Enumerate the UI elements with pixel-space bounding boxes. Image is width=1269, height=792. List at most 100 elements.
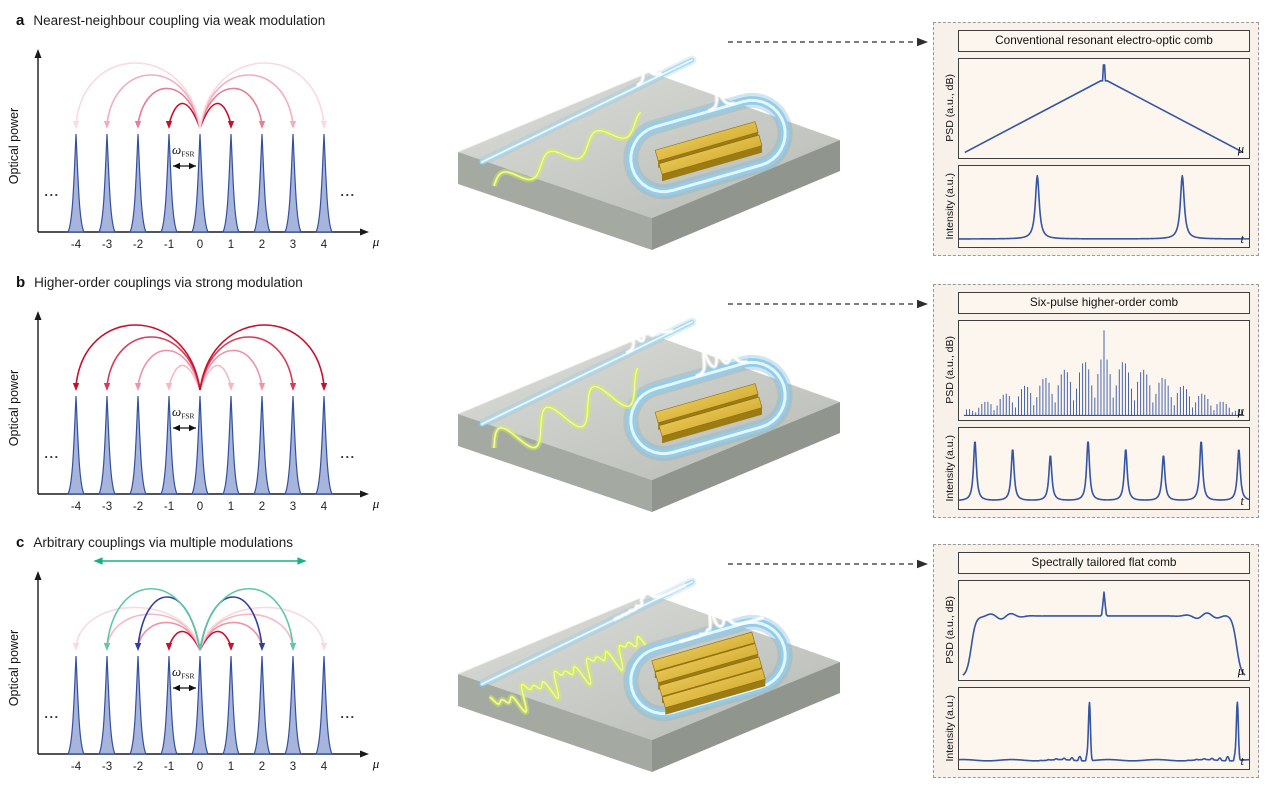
- psd-xlabel: μ: [1237, 404, 1244, 419]
- svg-text:1: 1: [228, 761, 234, 773]
- output-title: Spectrally tailored flat comb: [958, 552, 1250, 574]
- intensity-ylabel: Intensity (a.u.): [944, 173, 956, 240]
- svg-text:-4: -4: [71, 761, 82, 773]
- svg-text:3: 3: [290, 761, 296, 773]
- mode-coupling-diagram: Optical power μ -4 -3 -2 -1 0 1 2 3 4...... ωFSR: [7, 557, 380, 773]
- psd-xlabel: μ: [1237, 142, 1244, 157]
- svg-text:ωFSR: ωFSR: [172, 404, 195, 421]
- svg-text:3: 3: [290, 501, 296, 513]
- psd-ylabel-column: PSD (a.u., dB): [942, 58, 958, 159]
- psd-plot: [959, 59, 1249, 158]
- output-spectrum-panel: Six-pulse higher-order comb PSD (a.u., d…: [933, 284, 1259, 518]
- svg-text:4: 4: [321, 239, 328, 251]
- panel-heading: c Arbitrary couplings via multiple modul…: [16, 534, 293, 551]
- intensity-plot: [959, 166, 1249, 247]
- svg-text:0: 0: [197, 239, 203, 251]
- intensity-plot-row: Intensity (a.u.) t: [942, 426, 1250, 510]
- intensity-xlabel: t: [1240, 493, 1244, 508]
- svg-text:μ: μ: [372, 496, 380, 511]
- svg-text:Optical power: Optical power: [7, 630, 21, 706]
- svg-text:...: ...: [44, 184, 59, 199]
- svg-text:ωFSR: ωFSR: [172, 664, 195, 681]
- svg-text:-3: -3: [102, 239, 112, 251]
- dashed-output-arrow: [728, 559, 928, 569]
- svg-text:-2: -2: [133, 501, 143, 513]
- intensity-plot: [959, 428, 1249, 509]
- svg-text:-3: -3: [102, 501, 112, 513]
- intensity-ylabel-column: Intensity (a.u.): [942, 165, 958, 248]
- svg-text:...: ...: [44, 446, 59, 461]
- psd-xlabel: μ: [1237, 664, 1244, 679]
- psd-plot-box: μ: [958, 579, 1250, 681]
- svg-text:μ: μ: [372, 756, 380, 771]
- panel-letter: a: [16, 12, 25, 29]
- intensity-ylabel: Intensity (a.u.): [944, 435, 956, 502]
- ring-resonator-chip-illustration: [457, 55, 840, 250]
- ring-resonator-chip-illustration: [457, 577, 840, 772]
- psd-plot: [959, 581, 1249, 680]
- svg-text:0: 0: [197, 761, 203, 773]
- intensity-plot-row: Intensity (a.u.) t: [942, 164, 1250, 248]
- psd-plot-row: PSD (a.u., dB) μ: [942, 57, 1250, 159]
- psd-plot: [959, 321, 1249, 420]
- svg-text:1: 1: [228, 501, 234, 513]
- svg-text:ωFSR: ωFSR: [172, 142, 195, 159]
- svg-text:4: 4: [321, 761, 328, 773]
- psd-ylabel: PSD (a.u., dB): [944, 336, 956, 405]
- intensity-xlabel: t: [1240, 231, 1244, 246]
- output-spectrum-panel: Spectrally tailored flat comb PSD (a.u.,…: [933, 544, 1259, 778]
- svg-text:2: 2: [259, 239, 265, 251]
- psd-ylabel: PSD (a.u., dB): [944, 74, 956, 143]
- intensity-plot-row: Intensity (a.u.) t: [942, 686, 1250, 770]
- svg-text:-1: -1: [164, 501, 174, 513]
- panel-letter: c: [16, 534, 25, 551]
- mode-coupling-diagram: Optical power μ -4 -3 -2 -1 0 1 2 3 4...... ωFSR: [7, 49, 380, 251]
- svg-text:-2: -2: [133, 239, 143, 251]
- svg-text:-4: -4: [71, 501, 82, 513]
- intensity-plot-box: t: [958, 426, 1250, 510]
- svg-text:-1: -1: [164, 239, 174, 251]
- svg-text:0: 0: [197, 501, 203, 513]
- svg-text:...: ...: [340, 446, 355, 461]
- svg-text:1: 1: [228, 239, 234, 251]
- svg-text:-1: -1: [164, 761, 174, 773]
- svg-text:...: ...: [340, 184, 355, 199]
- figure-row-a: a Nearest-neighbour coupling via weak mo…: [0, 6, 1269, 264]
- panel-title: Higher-order couplings via strong modula…: [34, 275, 303, 290]
- panel-title: Nearest-neighbour coupling via weak modu…: [33, 13, 326, 28]
- svg-text:...: ...: [44, 706, 59, 721]
- intensity-plot-box: t: [958, 164, 1250, 248]
- figure-row-c: c Arbitrary couplings via multiple modul…: [0, 528, 1269, 786]
- intensity-ylabel-column: Intensity (a.u.): [942, 427, 958, 510]
- svg-text:-3: -3: [102, 761, 112, 773]
- intensity-ylabel-column: Intensity (a.u.): [942, 687, 958, 770]
- intensity-ylabel: Intensity (a.u.): [944, 695, 956, 762]
- dashed-output-arrow: [728, 37, 928, 47]
- output-title: Six-pulse higher-order comb: [958, 292, 1250, 314]
- psd-plot-box: μ: [958, 57, 1250, 159]
- ring-resonator-chip-illustration: [457, 317, 840, 512]
- svg-text:-2: -2: [133, 761, 143, 773]
- psd-plot-row: PSD (a.u., dB) μ: [942, 319, 1250, 421]
- svg-text:4: 4: [321, 501, 328, 513]
- svg-text:3: 3: [290, 239, 296, 251]
- svg-text:...: ...: [340, 706, 355, 721]
- output-spectrum-panel: Conventional resonant electro-optic comb…: [933, 22, 1259, 256]
- figure-row-b: b Higher-order couplings via strong modu…: [0, 268, 1269, 526]
- panel-heading: a Nearest-neighbour coupling via weak mo…: [16, 12, 325, 29]
- svg-text:Optical power: Optical power: [7, 108, 21, 184]
- intensity-plot-box: t: [958, 686, 1250, 770]
- svg-text:2: 2: [259, 761, 265, 773]
- panel-heading: b Higher-order couplings via strong modu…: [16, 274, 303, 291]
- svg-text:-4: -4: [71, 239, 82, 251]
- panel-title: Arbitrary couplings via multiple modulat…: [33, 535, 293, 550]
- dashed-output-arrow: [728, 299, 928, 309]
- intensity-xlabel: t: [1240, 753, 1244, 768]
- svg-text:μ: μ: [372, 234, 380, 249]
- psd-ylabel-column: PSD (a.u., dB): [942, 320, 958, 421]
- panel-letter: b: [16, 274, 26, 291]
- output-title: Conventional resonant electro-optic comb: [958, 30, 1250, 52]
- psd-ylabel: PSD (a.u., dB): [944, 596, 956, 665]
